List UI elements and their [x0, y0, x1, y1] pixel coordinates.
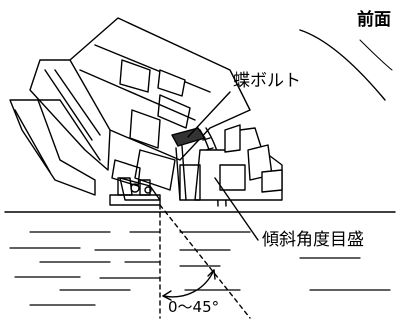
angle-arrow — [207, 269, 216, 280]
angle-arrow — [162, 290, 172, 301]
front-label: 前面 — [357, 10, 391, 30]
wing-bolt-leader — [187, 91, 231, 138]
wing-bolt-label: 蝶ボルト — [233, 71, 301, 91]
bevel-scale-leader — [214, 177, 259, 241]
angle-range-label: 0〜45° — [168, 298, 220, 316]
bevel-scale-label: 傾斜角度目盛 — [262, 230, 364, 250]
tilt-reference-line — [159, 204, 251, 319]
base-plate — [109, 124, 283, 206]
background-arc — [359, 39, 393, 71]
angle-arc — [162, 269, 215, 298]
saw-body — [9, 17, 251, 201]
workpiece-hatching — [9, 231, 391, 306]
background-arc — [299, 29, 386, 101]
